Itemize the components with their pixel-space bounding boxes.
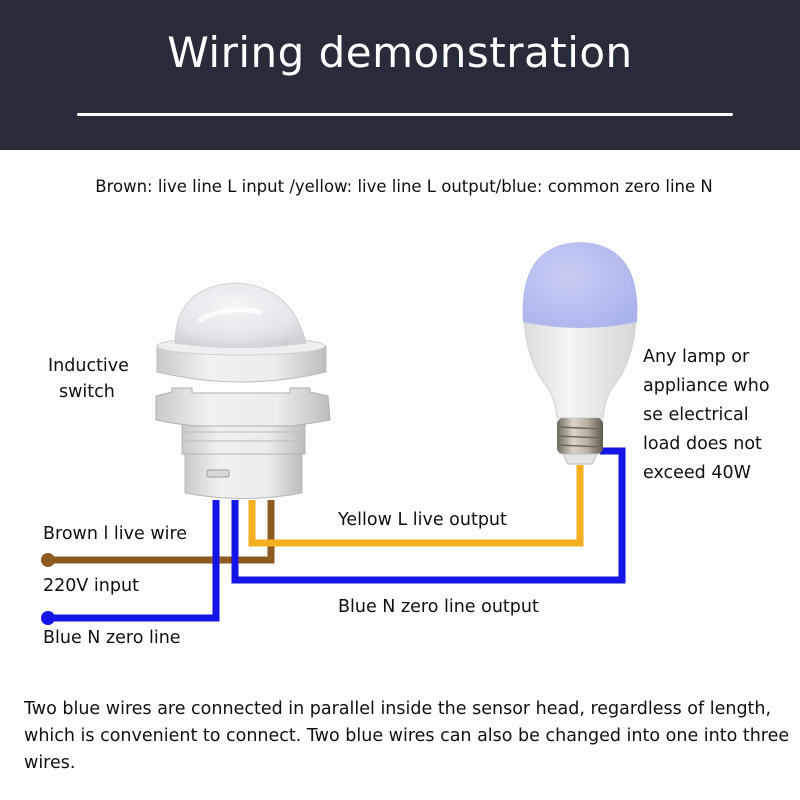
blue-output-label: Blue N zero line output xyxy=(338,597,539,617)
blue-zero-input-wire xyxy=(48,500,220,622)
yellow-live-output-wire xyxy=(248,465,584,547)
sensor-label-line2: switch xyxy=(59,382,115,402)
blue-wire-terminal-dot xyxy=(41,611,55,625)
yellow-output-label: Yellow L live output xyxy=(338,510,507,530)
lamp-note-line4: load does not xyxy=(643,434,762,454)
page-title: Wiring demonstration xyxy=(167,28,633,77)
brown-wire-terminal-dot xyxy=(41,553,55,567)
brown-wire-label: Brown l live wire xyxy=(43,524,188,544)
blue-zero-output-wire xyxy=(231,447,626,584)
parallel-wire-note: Two blue wires are connected in parallel… xyxy=(24,699,790,773)
wires xyxy=(41,447,626,625)
brown-live-wire xyxy=(48,500,275,564)
pir-motion-sensor-icon xyxy=(155,282,331,499)
lamp-note-line3: se electrical xyxy=(643,405,749,425)
title-underline xyxy=(77,113,733,116)
lamp-note-line2: appliance who xyxy=(643,376,770,396)
blue-input-label: Blue N zero line xyxy=(43,628,181,648)
light-bulb-icon xyxy=(522,242,638,465)
input-voltage-label: 220V input xyxy=(43,576,139,596)
lamp-note-line5: exceed 40W xyxy=(643,463,751,483)
header-banner: Wiring demonstration xyxy=(0,0,800,150)
wire-color-legend: Brown: live line L input /yellow: live l… xyxy=(95,177,713,196)
sensor-label-line1: Inductive xyxy=(48,356,129,376)
lamp-note-line1: Any lamp or xyxy=(643,347,750,367)
